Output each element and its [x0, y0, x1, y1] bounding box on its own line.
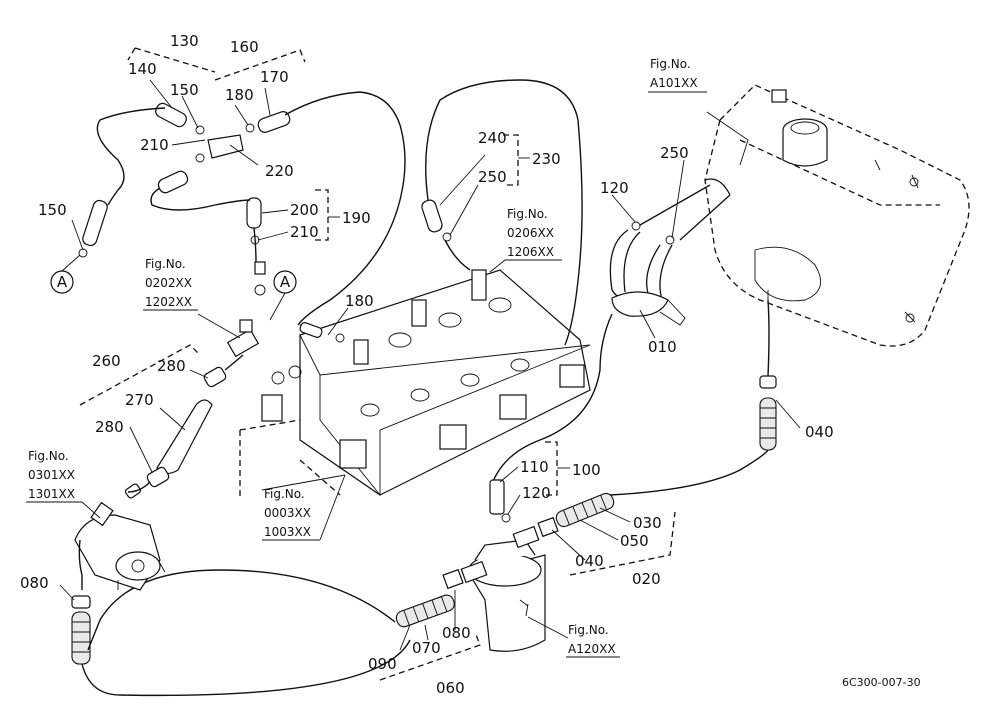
- supply-hoses: [71, 299, 777, 697]
- part-number: 160: [230, 38, 259, 56]
- fig-ref-filter: Fig.No. A120XX: [566, 623, 620, 658]
- fig-ref-feed-pump: Fig.No. 0301XX 1301XX: [26, 449, 101, 519]
- fig-ref-label: Fig.No.: [507, 207, 548, 221]
- part-number: 230: [532, 150, 561, 168]
- connector-marker-right: A: [269, 270, 297, 321]
- part-number: 210: [290, 223, 319, 241]
- fig-ref-code: A120XX: [568, 642, 616, 656]
- fig-ref-injection-pump: Fig.No. 0202XX 1202XX: [143, 257, 198, 311]
- part-number: 020: [632, 570, 661, 588]
- part-number: 120: [522, 484, 551, 502]
- leader-lines: [59, 79, 801, 651]
- part-number: 110: [520, 458, 549, 476]
- part-number: 080: [20, 574, 49, 592]
- part-number: 040: [805, 423, 834, 441]
- fig-ref-label: Fig.No.: [568, 623, 609, 637]
- hose-270-assembly: [127, 354, 244, 493]
- fig-ref-code: 0301XX: [28, 468, 75, 482]
- part-number: 130: [170, 32, 199, 50]
- fig-ref-code: 0206XX: [507, 226, 554, 240]
- part-number: 030: [633, 514, 662, 532]
- part-number: 050: [620, 532, 649, 550]
- connector-marker-left: A: [50, 254, 81, 294]
- connector-label: A: [280, 273, 291, 291]
- part-number: 120: [600, 179, 629, 197]
- fig-ref-injector: Fig.No. 0206XX 1206XX: [489, 207, 562, 273]
- part-number: 220: [265, 162, 294, 180]
- drawing-code: 6C300-007-30: [842, 676, 921, 689]
- fig-ref-label: Fig.No.: [145, 257, 186, 271]
- part-number: 200: [290, 201, 319, 219]
- part-number: 070: [412, 639, 441, 657]
- fig-ref-code: 0003XX: [264, 506, 311, 520]
- part-number: 180: [345, 292, 374, 310]
- part-number: 140: [128, 60, 157, 78]
- part-number: 260: [92, 352, 121, 370]
- fig-ref-code: 0202XX: [145, 276, 192, 290]
- fig-ref-code: A101XX: [650, 76, 698, 90]
- part-number: 100: [572, 461, 601, 479]
- hose-080-left: [71, 595, 91, 665]
- fuel-tank: [704, 84, 970, 347]
- part-number: 280: [157, 357, 186, 375]
- fuel-feed-pump: [74, 483, 166, 591]
- return-hose-and-band: [489, 184, 731, 491]
- engine-cylinder-head: [239, 269, 591, 500]
- part-number: 280: [95, 418, 124, 436]
- part-number: 190: [342, 209, 371, 227]
- fig-ref-tank: Fig.No. A101XX: [648, 57, 707, 93]
- fuel-filter: [460, 479, 546, 652]
- part-number-labels: 130 160 140 150 170 180 210 220 150 200 …: [20, 32, 834, 697]
- leak-off-hose-assembly: [78, 91, 406, 343]
- part-number: 060: [436, 679, 465, 697]
- overflow-hose: [421, 79, 583, 346]
- fig-ref-engine: Fig.No. 0003XX 1003XX: [262, 474, 346, 541]
- part-number: 210: [140, 136, 169, 154]
- part-number: 240: [478, 129, 507, 147]
- fig-ref-code: 1301XX: [28, 487, 75, 501]
- part-number: 250: [478, 168, 507, 186]
- fig-ref-code: 1003XX: [264, 525, 311, 539]
- part-number: 040: [575, 552, 604, 570]
- part-number: 010: [648, 338, 677, 356]
- fig-ref-label: Fig.No.: [264, 487, 305, 501]
- part-number: 170: [260, 68, 289, 86]
- connector-label: A: [57, 273, 68, 291]
- hose-090: [395, 594, 455, 628]
- part-number: 150: [38, 201, 67, 219]
- group-brackets: [79, 47, 676, 681]
- part-number: 090: [368, 655, 397, 673]
- fig-ref-label: Fig.No.: [650, 57, 691, 71]
- part-number: 150: [170, 81, 199, 99]
- part-number: 080: [442, 624, 471, 642]
- fig-ref-code: 1202XX: [145, 295, 192, 309]
- fig-ref-label: Fig.No.: [28, 449, 69, 463]
- injection-pump-joint: [226, 261, 266, 358]
- hose-050: [555, 492, 615, 528]
- part-number: 180: [225, 86, 254, 104]
- part-number: 250: [660, 144, 689, 162]
- hose-040-right: [759, 375, 777, 451]
- fig-ref-code: 1206XX: [507, 245, 554, 259]
- part-number: 270: [125, 391, 154, 409]
